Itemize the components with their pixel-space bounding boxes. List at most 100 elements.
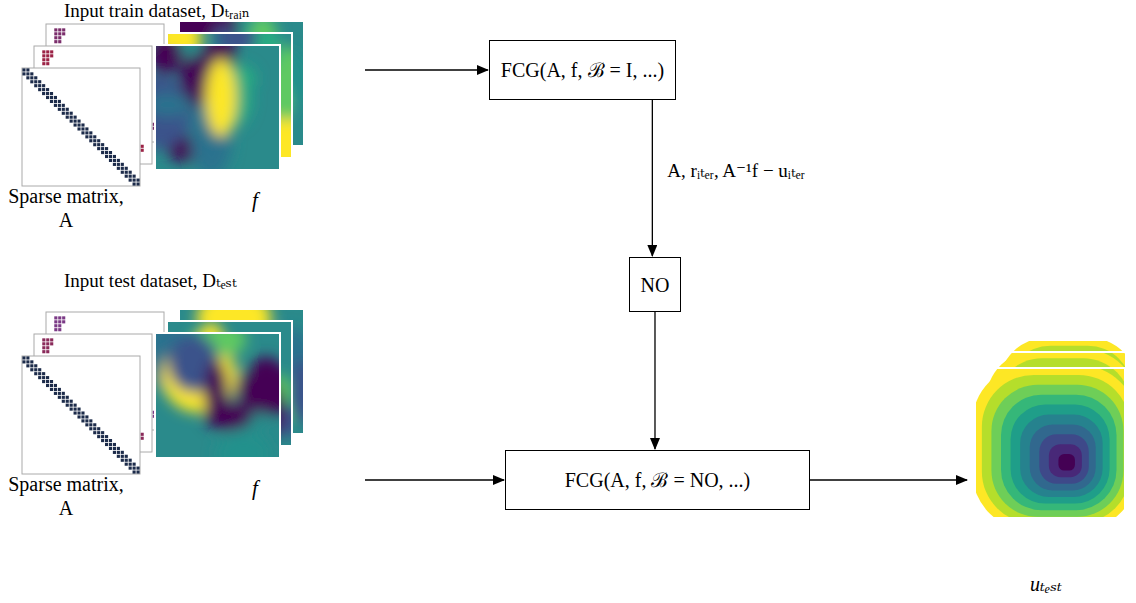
matrix-entry — [62, 28, 65, 31]
variable-label: Sparse matrix, A — [0, 184, 132, 232]
matrix-entry — [46, 62, 49, 65]
matrix-entry — [62, 316, 65, 319]
matrix-entry — [58, 388, 61, 391]
matrix-entry — [58, 392, 61, 395]
variable-label: Sparse matrix, A — [0, 472, 132, 520]
matrix-entry — [81, 411, 84, 414]
matrix-entry — [62, 320, 65, 323]
contour-band — [1020, 415, 1103, 498]
matrix-entry — [133, 182, 136, 185]
matrix-entry — [54, 40, 57, 43]
matrix-entry — [136, 470, 139, 473]
matrix-entry — [38, 368, 41, 371]
matrix-entry — [101, 431, 104, 434]
dataset-title: uₜₑₛₜ — [1030, 572, 1062, 596]
matrix-entry — [58, 104, 61, 107]
matrix-entry — [85, 135, 88, 138]
matrix-entry — [50, 380, 53, 383]
matrix-entry — [113, 163, 116, 166]
field-blob — [216, 431, 272, 458]
matrix-entry — [58, 36, 61, 39]
matrix-entry — [121, 167, 124, 170]
matrix-entry — [85, 415, 88, 418]
contour-band — [991, 385, 1123, 517]
matrix-entry — [74, 120, 77, 123]
matrix-entry — [46, 380, 49, 383]
dataset-group: Input test dataset, DₜₑₛₜSparse matrix, … — [0, 262, 365, 603]
matrix-entry — [81, 127, 84, 130]
matrix-entry — [46, 92, 49, 95]
matrix-entry — [42, 88, 45, 91]
matrix-entry — [50, 50, 53, 53]
matrix-entry — [42, 54, 45, 57]
matrix-entry — [93, 143, 96, 146]
matrix-entry — [62, 112, 65, 115]
matrix-entry — [97, 143, 100, 146]
arrow-connector — [810, 479, 967, 480]
field-blob — [248, 357, 280, 396]
matrix-entry — [136, 182, 139, 185]
matrix-entry — [34, 80, 37, 83]
matrix-entry — [50, 96, 53, 99]
solution-image — [975, 368, 1125, 518]
matrix-entry — [109, 159, 112, 162]
matrix-entry — [50, 338, 53, 341]
matrix-entry — [62, 32, 65, 35]
matrix-entry — [30, 364, 33, 367]
matrix-entry — [42, 372, 45, 375]
matrix-entry — [74, 123, 77, 126]
matrix-entry — [77, 415, 80, 418]
matrix-entry — [133, 179, 136, 182]
matrix-entry — [42, 50, 45, 53]
solution-border — [975, 368, 1125, 518]
matrix-entry — [85, 127, 88, 130]
matrix-entry — [50, 388, 53, 391]
matrix-entry — [38, 372, 41, 375]
matrix-entry — [89, 131, 92, 134]
matrix-entry — [22, 68, 25, 71]
process-box: NO — [629, 257, 682, 312]
matrix-entry — [117, 455, 120, 458]
matrix-entry — [129, 175, 132, 178]
matrix-entry — [105, 147, 108, 150]
matrix-entry — [66, 108, 69, 111]
matrix-entry — [22, 356, 25, 359]
matrix-entry — [109, 439, 112, 442]
matrix-entry — [70, 404, 73, 407]
matrix-entry — [62, 108, 65, 111]
arrow-connector — [365, 69, 488, 70]
matrix-entry — [141, 145, 144, 148]
matrix-entry — [97, 139, 100, 142]
contour-band — [1049, 444, 1082, 477]
matrix-entry — [34, 372, 37, 375]
matrix-entry — [26, 76, 29, 79]
matrix-entry — [70, 120, 73, 123]
dataset-group: uₜₑₛₜ — [968, 340, 1134, 602]
matrix-entry — [117, 159, 120, 162]
matrix-entry — [136, 179, 139, 182]
matrix-entry — [97, 435, 100, 438]
matrix-entry — [129, 463, 132, 466]
matrix-frame — [22, 356, 140, 474]
matrix-entry — [74, 404, 77, 407]
matrix-entry — [54, 32, 57, 35]
matrix-entry — [46, 50, 49, 53]
matrix-entry — [89, 427, 92, 430]
matrix-entry — [50, 92, 53, 95]
matrix-entry — [66, 396, 69, 399]
matrix-entry — [70, 400, 73, 403]
matrix-entry — [109, 447, 112, 450]
matrix-entry — [85, 419, 88, 422]
arrow-connector — [654, 312, 655, 449]
matrix-entry — [58, 324, 61, 327]
matrix-entry — [117, 451, 120, 454]
matrix-entry — [136, 467, 139, 470]
field-blobs — [155, 45, 256, 170]
matrix-entry — [38, 84, 41, 87]
matrix-entry — [38, 376, 41, 379]
matrix-entry — [30, 72, 33, 75]
matrix-entry — [89, 139, 92, 142]
field-border — [155, 45, 280, 170]
matrix-entry — [105, 435, 108, 438]
matrix-entry — [30, 76, 33, 79]
